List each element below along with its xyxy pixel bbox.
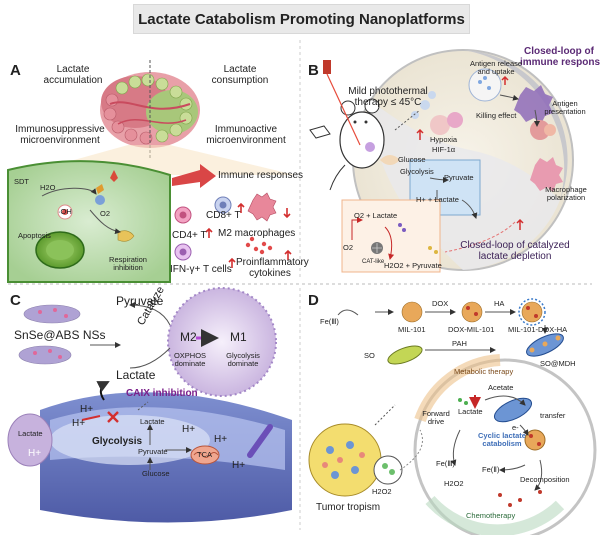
h-plus-label-2: H+ — [80, 404, 94, 415]
panel-b-artwork — [309, 49, 574, 273]
fe3-label: Fe(Ⅲ) — [320, 317, 339, 326]
mouse-icon — [339, 111, 385, 169]
h-plus-label-6: H+ — [232, 460, 246, 471]
panel-a-letter: A — [10, 62, 21, 79]
snse-label: SnSe@ABS NSs — [14, 328, 106, 342]
h2o-label: H2O — [40, 183, 56, 192]
so-mdh-label: SO@MDH — [540, 359, 576, 368]
m2-macrophages-label: M2 macrophages — [218, 228, 296, 239]
o2-label-b: O2 — [343, 243, 354, 252]
acetate-label: Acetate — [488, 383, 514, 392]
cycle-circle-d — [413, 358, 597, 535]
pyruvate-label-b: Pyruvate — [444, 173, 474, 182]
panel-b-letter: B — [308, 62, 319, 79]
hif-label: HIF-1α — [432, 145, 456, 154]
h2o2-label-d: H2O2 — [444, 479, 464, 488]
so-label: SO — [364, 351, 375, 360]
panel-a-artwork — [7, 60, 295, 283]
cd4-label: CD4+ T — [172, 230, 207, 241]
lactate-label-c: Lactate — [116, 368, 156, 382]
apoptosis-label: Apoptosis — [18, 231, 51, 240]
sdt-label: SDT — [14, 177, 29, 186]
h-plus-label-5: H+ — [214, 434, 228, 445]
metabolic-therapy-label: Metabolic therapy — [454, 367, 514, 376]
killing-effect-label: Killing effect — [476, 111, 517, 120]
glucose-label-b: Glucose — [398, 155, 426, 164]
glycolysis-label-b: Glycolysis — [400, 167, 434, 176]
panel-d-artwork — [308, 298, 597, 535]
electron-label: e- — [512, 423, 519, 432]
cd8-label: CD8+ T — [206, 210, 241, 221]
transfer-label: transfer — [540, 411, 566, 420]
lactate-label-tissue: Lactate — [140, 417, 165, 426]
m2-label: M2 — [180, 330, 197, 344]
h-lactate-label: H+ + Lactate — [416, 195, 459, 204]
oh-label: ·OH — [58, 207, 72, 216]
mil101-label: MIL-101 — [398, 325, 426, 334]
mil-dox-ha-label: MIL-101-DOX-HA — [508, 325, 568, 334]
fe2-label: Fe(Ⅱ) — [482, 465, 500, 474]
chemotherapy-label: Chemotherapy — [466, 511, 516, 520]
h-plus-label-1: H+ — [28, 448, 42, 459]
dox-mil101-label: DOX-MIL-101 — [448, 325, 495, 334]
macrophage-cell — [167, 287, 277, 397]
o2-label-a: O2 — [100, 209, 111, 218]
o2-lactate-label: O2 + Lactate — [354, 211, 398, 220]
cat-like-label: CAT-like — [362, 259, 385, 265]
glucose-label-c: Glucose — [142, 469, 170, 478]
dox-label: DOX — [432, 299, 449, 308]
lactate-label-d: Lactate — [458, 407, 483, 416]
panel-d-letter: D — [308, 292, 319, 309]
m1-label: M1 — [230, 330, 247, 344]
panel-c-letter: C — [10, 292, 21, 309]
immune-responses-label: Immune responses — [218, 170, 304, 181]
lactate-label-membrane: Lactate — [18, 429, 43, 438]
pah-label: PAH — [452, 339, 467, 348]
pyruvate-label-c: Pyruvate — [116, 294, 164, 308]
pyruvate-label-tissue: Pyruvate — [138, 447, 168, 456]
ha-label: HA — [494, 299, 505, 308]
h-plus-label-3: H+ — [72, 418, 86, 429]
h2o2-pyruvate-label: H2O2 + Pyruvate — [384, 261, 442, 270]
decomposition-label: Decomposition — [520, 475, 570, 484]
figure-title: Lactate Catabolism Promoting Nanoplatfor… — [133, 4, 470, 34]
h-plus-label-4: H+ — [182, 424, 196, 435]
panel-c-artwork — [7, 287, 292, 523]
tumor-tropism-label: Tumor tropism — [316, 502, 381, 513]
catalase-loop-box — [341, 199, 441, 273]
ifn-t-cells-label: IFN-γ+ T cells — [170, 264, 232, 275]
caix-inhibition-label: CAIX inhibition — [126, 388, 198, 399]
tca-label: TCA — [197, 450, 212, 459]
tumor-sphere — [308, 423, 382, 497]
laser-icon — [323, 60, 331, 74]
h2o2-label-tumor: H2O2 — [372, 487, 392, 496]
hypoxia-label: Hypoxia — [430, 135, 458, 144]
glycolysis-label-c: Glycolysis — [92, 436, 143, 447]
fe3-label-d: Fe(Ⅲ) — [436, 459, 455, 468]
